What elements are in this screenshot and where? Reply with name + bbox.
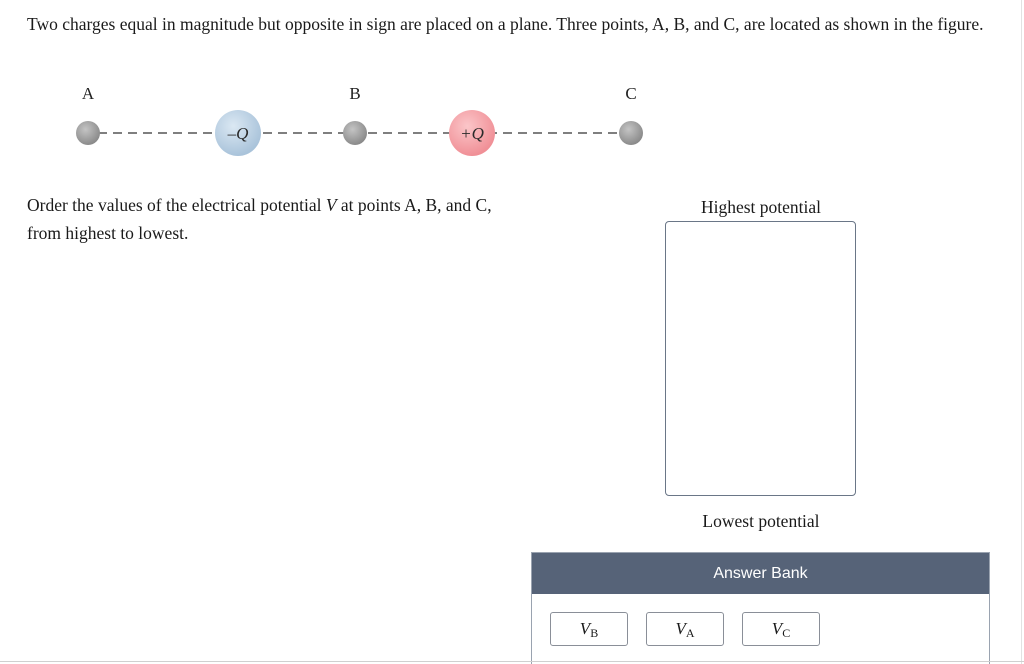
question-text-after: at points A, B, and C, from highest to l… [27, 195, 492, 243]
highest-potential-label: Highest potential [700, 197, 822, 217]
question-text: Order the values of the electrical poten… [27, 191, 507, 247]
point-label-b: B [349, 84, 360, 103]
intro-text: Two charges equal in magnitude but oppos… [27, 14, 984, 34]
bottom-border [0, 661, 1024, 662]
charge-figure: A B C –Q +Q [76, 84, 643, 156]
point-label-a: A [82, 84, 95, 103]
potential-variable: V [325, 195, 337, 215]
positive-charge-label: +Q [460, 124, 484, 143]
answer-bank-header: Answer Bank [532, 553, 989, 594]
point-a [76, 121, 100, 145]
point-c [619, 121, 643, 145]
negative-charge-label: –Q [227, 124, 249, 143]
question-text-before: Order the values of the electrical poten… [27, 195, 326, 215]
point-b [343, 121, 367, 145]
negative-charge [215, 110, 261, 156]
right-border [1021, 0, 1022, 664]
ranking-drop-zone[interactable] [665, 221, 856, 496]
positive-charge [449, 110, 495, 156]
lowest-potential-label: Lowest potential [702, 511, 820, 531]
point-label-c: C [625, 84, 636, 103]
